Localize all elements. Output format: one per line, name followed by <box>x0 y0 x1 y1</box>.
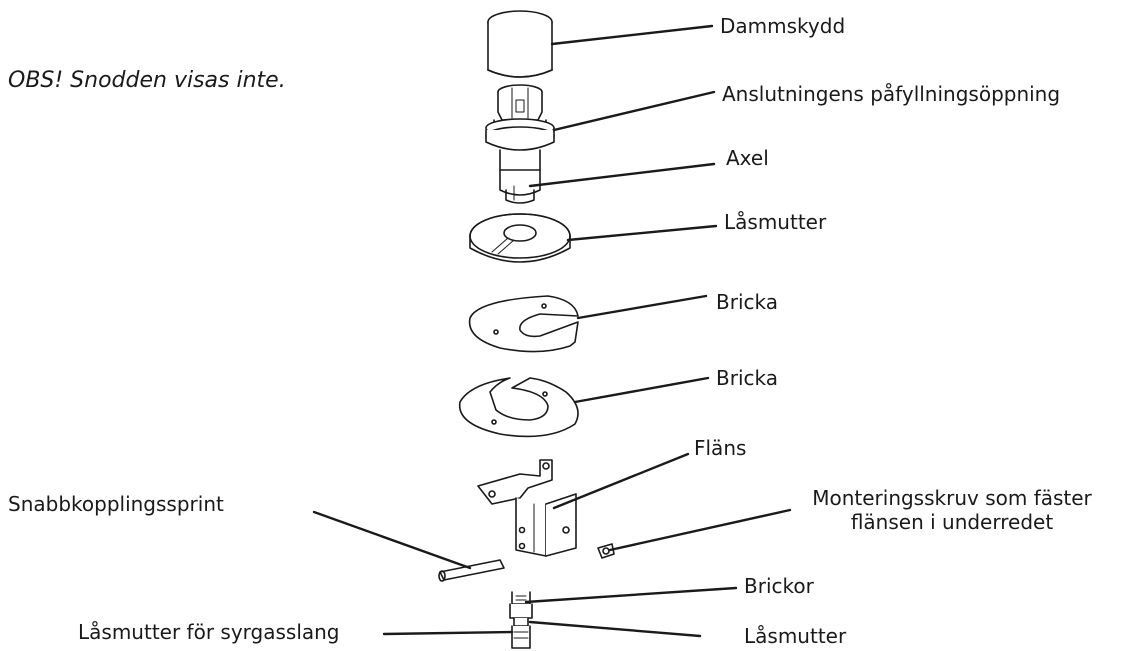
label-washer-1: Bricka <box>716 290 778 314</box>
quick-pin-part <box>438 559 505 582</box>
label-washer-2: Bricka <box>716 366 778 390</box>
label-mounting-screw-line2: flänsen i underredet <box>850 510 1054 534</box>
fill-port-part <box>485 84 555 171</box>
label-mounting-screw: Monteringsskruv som fäster flänsen i und… <box>782 486 1122 534</box>
label-fill-port: Anslutningens påfyllningsöppning <box>722 82 1061 106</box>
shaft-part <box>499 169 541 204</box>
washer-1-part <box>468 295 579 353</box>
washer-2-part <box>458 377 579 438</box>
label-flange: Fläns <box>694 436 747 460</box>
label-shaft: Axel <box>726 146 769 170</box>
flange-part <box>477 459 577 557</box>
label-lock-nut: Låsmutter <box>724 210 827 234</box>
note-text: OBS! Snodden visas inte. <box>8 68 286 93</box>
label-dust-cap: Dammskydd <box>720 14 846 38</box>
bottom-fitting-part <box>509 591 533 649</box>
label-mounting-screw-line1: Monteringsskruv som fäster <box>812 486 1092 510</box>
label-washers: Brickor <box>744 574 814 598</box>
leader-lines <box>312 24 792 638</box>
dust-cap-part <box>487 10 553 78</box>
label-oxygen-nut: Låsmutter för syrgasslang <box>78 620 340 644</box>
label-quick-pin: Snabbkopplingssprint <box>8 492 224 516</box>
label-bottom-nut: Låsmutter <box>744 624 847 648</box>
lock-nut-part <box>469 213 571 263</box>
mounting-screw-part <box>597 543 615 559</box>
